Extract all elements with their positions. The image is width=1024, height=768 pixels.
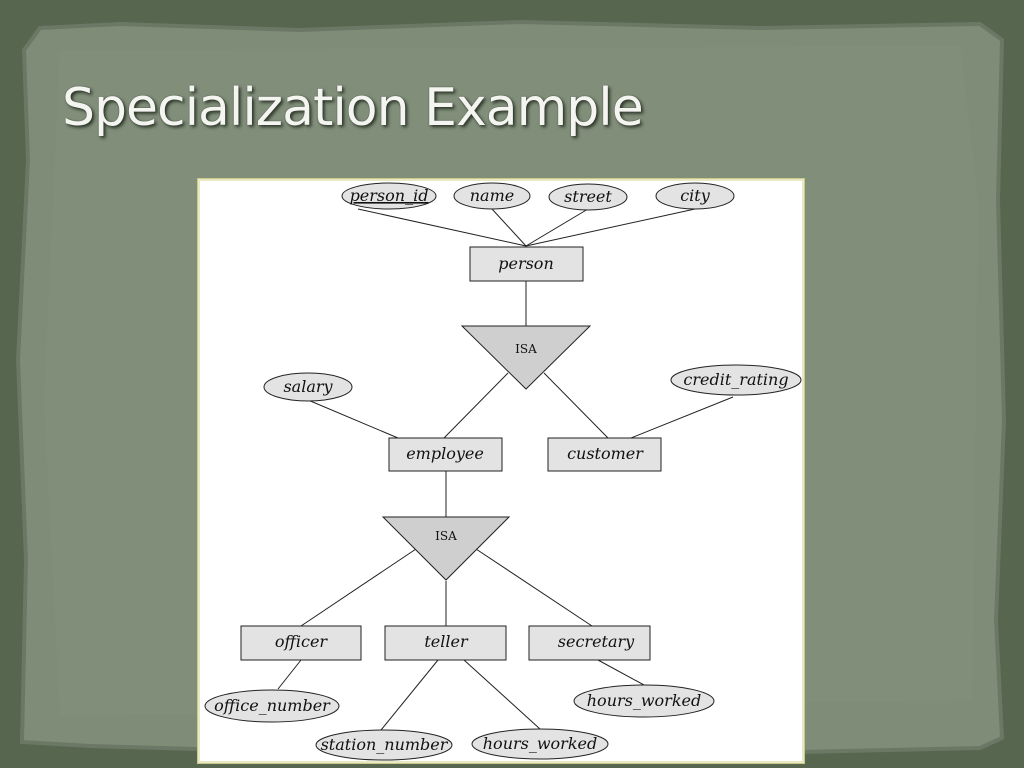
attribute-salary: salary — [263, 372, 353, 402]
attribute-city: city — [655, 182, 735, 210]
entity-customer: customer — [547, 437, 662, 472]
entity-label: officer — [275, 632, 329, 651]
er-diagram: person_id name street city salary credit… — [204, 182, 802, 761]
isa-label: ISA — [515, 342, 537, 356]
attribute-label: salary — [283, 377, 333, 396]
entity-label: secretary — [558, 632, 635, 651]
attribute-label: hours_worked — [483, 734, 597, 753]
isa-label: ISA — [435, 529, 457, 543]
attribute-name: name — [453, 182, 531, 210]
entity-label: teller — [424, 632, 469, 651]
attribute-label: hours_worked — [587, 691, 701, 710]
attribute-teller-hours-worked: hours_worked — [471, 728, 609, 760]
attribute-label: name — [470, 186, 514, 205]
attribute-label: city — [680, 186, 711, 205]
isa-triangle-bottom: ISA — [381, 516, 511, 581]
attribute-label: station_number — [321, 735, 449, 754]
attribute-person-id: person_id — [341, 182, 437, 210]
entity-employee: employee — [388, 437, 503, 472]
attribute-label: person_id — [350, 186, 429, 205]
entity-label: customer — [567, 444, 644, 463]
entity-label: employee — [406, 444, 484, 463]
attribute-office-number: office_number — [204, 689, 340, 723]
entity-person: person — [469, 246, 584, 282]
er-diagram-frame: person_id name street city salary credit… — [197, 178, 805, 764]
attribute-label: office_number — [214, 696, 331, 715]
attribute-credit-rating: credit_rating — [670, 364, 802, 396]
connector-lines — [277, 208, 734, 731]
isa-triangle-top: ISA — [460, 325, 592, 390]
attribute-secretary-hours-worked: hours_worked — [573, 684, 715, 718]
entity-officer: officer — [240, 625, 362, 661]
attribute-street: street — [548, 183, 628, 211]
entity-label: person — [498, 254, 554, 273]
attribute-label: credit_rating — [683, 370, 788, 389]
attribute-station-number: station_number — [315, 729, 453, 761]
slide-title: Specialization Example — [62, 78, 644, 138]
attribute-label: street — [564, 187, 612, 206]
entity-teller: teller — [384, 625, 507, 661]
entity-secretary: secretary — [528, 625, 651, 661]
